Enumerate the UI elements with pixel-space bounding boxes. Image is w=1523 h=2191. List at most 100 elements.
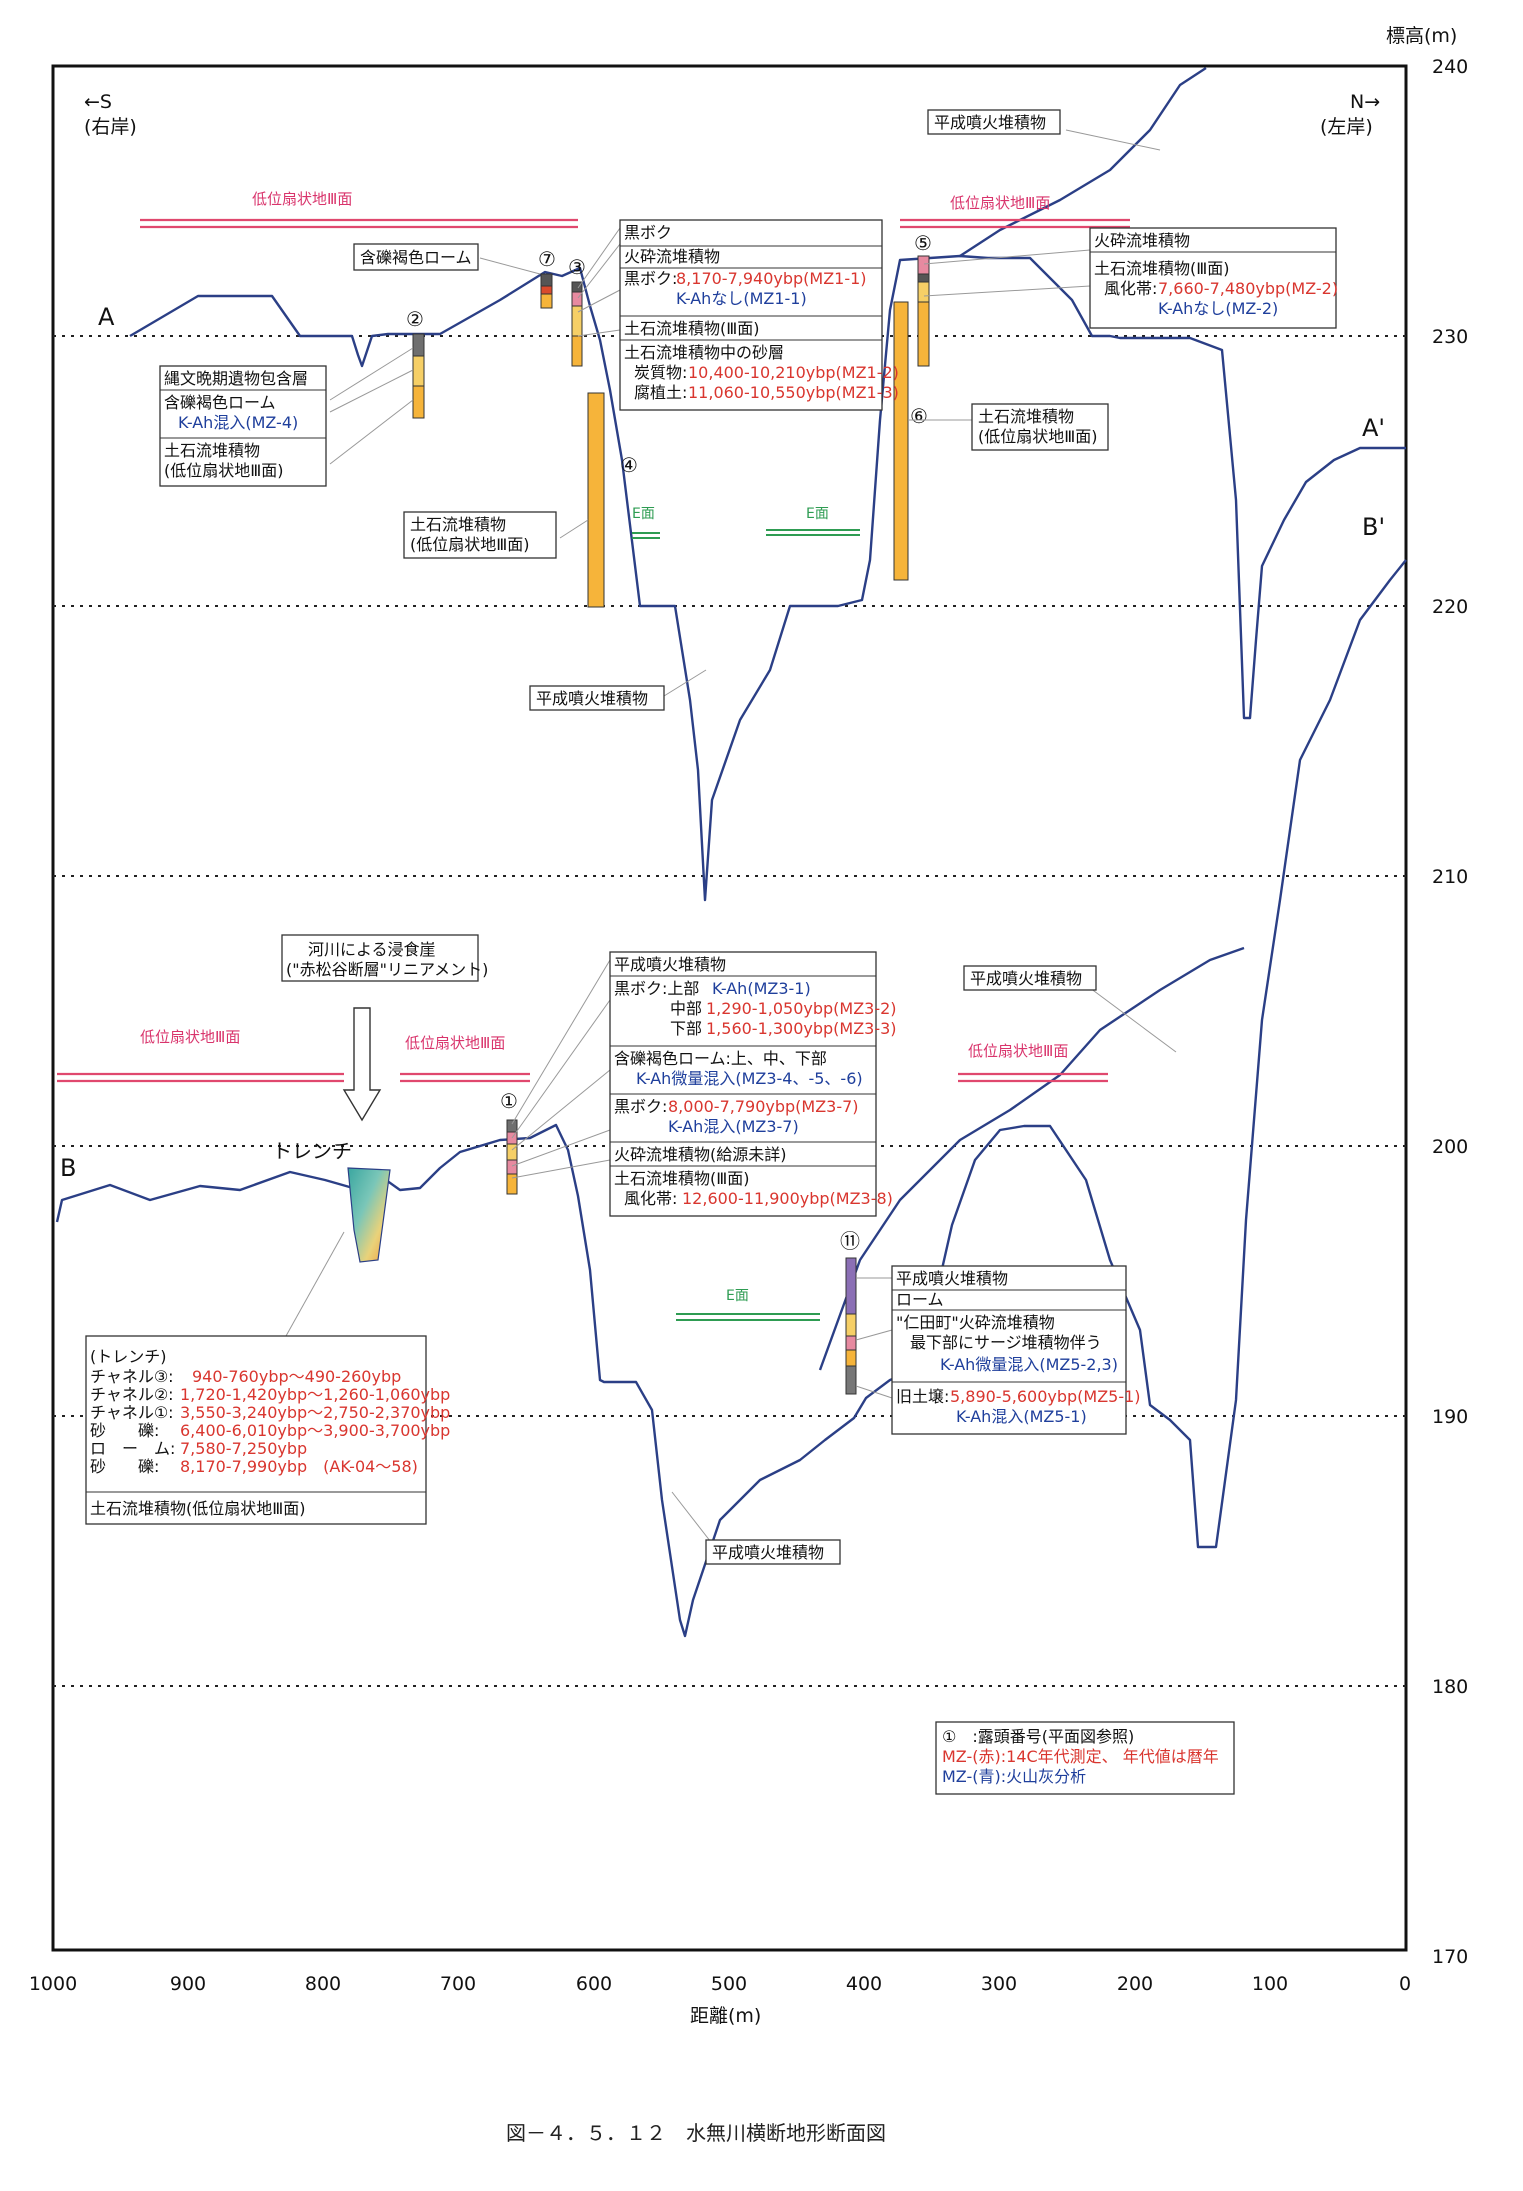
- note-trench-ages: (トレンチ) チャネル③: 940-760ybp～490-260ybp チャネル…: [85, 1335, 450, 1525]
- note-text: 11,060-10,550ybp(MZ1-3): [688, 383, 899, 402]
- note-outcrop-11-mz5: 平成噴火堆積物 ローム "仁田町"火砕流堆積物 最下部にサージ堆積物伴う K-A…: [891, 1265, 1141, 1435]
- x-tick-900: 900: [170, 1973, 206, 1995]
- trench-box-title: (トレンチ): [90, 1347, 167, 1366]
- outcrop-4-number: ④: [620, 453, 638, 477]
- fan-surface-lines: [57, 218, 1130, 1083]
- fan-surface-label-b-left: 低位扇状地Ⅲ面: [140, 1028, 240, 1046]
- note-text: K-Ahなし(MZ-2): [1158, 299, 1278, 318]
- note-text: K-Ah混入(MZ3-7): [668, 1117, 799, 1136]
- plot-frame: [51, 64, 1408, 1952]
- north-direction: N→: [1350, 91, 1380, 113]
- note-text: 風化帯:: [1104, 279, 1157, 298]
- e-surface-label-3: E面: [726, 1288, 749, 1304]
- note-text: 中部: [670, 999, 702, 1018]
- x-tick-200: 200: [1117, 1973, 1153, 1995]
- profile-a-label: A: [98, 303, 115, 331]
- y-tick-210: 210: [1432, 866, 1468, 888]
- x-tick-0: 0: [1399, 1973, 1411, 1995]
- south-direction: ←S: [84, 91, 112, 113]
- note-outcrop-2: 縄文晩期遺物包含層 含礫褐色ローム K-Ah混入(MZ-4) 土石流堆積物 (低…: [159, 365, 327, 487]
- note-text: 平成噴火堆積物: [712, 1543, 824, 1562]
- trench-box-footer: 土石流堆積物(低位扇状地Ⅲ面): [90, 1499, 306, 1518]
- outcrop-3-number: ③: [568, 255, 586, 279]
- note-text: 火砕流堆積物: [1094, 231, 1190, 250]
- x-tick-600: 600: [576, 1973, 612, 1995]
- y-tick-220: 220: [1432, 596, 1468, 618]
- trench-row-1-label: チャネル③:: [90, 1367, 174, 1386]
- note-text: 5,890-5,600ybp(MZ5-1): [950, 1387, 1141, 1406]
- outcrop-1-number: ①: [500, 1089, 518, 1113]
- note-text: 1,290-1,050ybp(MZ3-2): [706, 999, 897, 1018]
- x-tick-700: 700: [440, 1973, 476, 1995]
- x-tick-300: 300: [981, 1973, 1017, 1995]
- note-text: 黒ボク:上部: [614, 979, 699, 998]
- note-text: 縄文晩期遺物包含層: [164, 369, 308, 388]
- note-text: K-Ah微量混入(MZ5-2,3): [940, 1355, 1118, 1374]
- y-tick-170: 170: [1432, 1946, 1468, 1968]
- e-surface-lines: [632, 529, 860, 1321]
- profile-a-surface: [129, 66, 1406, 902]
- trench-row-6-label: 砂 礫:: [90, 1457, 159, 1476]
- note-text: K-Ah微量混入(MZ3-4、-5、-6): [636, 1069, 863, 1088]
- note-text: 7,660-7,480ybp(MZ-2): [1158, 279, 1338, 298]
- note-text: 土石流堆積物(Ⅲ面): [624, 319, 760, 338]
- note-text: 1,560-1,300ybp(MZ3-3): [706, 1019, 897, 1038]
- note-text: 腐植土:: [634, 383, 687, 402]
- note-text: 平成噴火堆積物: [970, 969, 1082, 988]
- note-outcrop-5-mz2: 火砕流堆積物 土石流堆積物(Ⅲ面) 風化帯: 7,660-7,480ybp(MZ…: [1089, 227, 1338, 329]
- note-text: 黒ボク: [624, 223, 672, 242]
- note-gravel-loam: 含礫褐色ローム: [353, 243, 479, 271]
- note-text: 火砕流堆積物(給源未詳): [614, 1145, 787, 1164]
- profile-b-upper-slope: [818, 946, 1245, 1371]
- x-tick-800: 800: [305, 1973, 341, 1995]
- y-axis-title: 標高(m): [1386, 25, 1457, 47]
- trench-row-5-value: 7,580-7,250ybp: [180, 1439, 307, 1458]
- note-text: 黒ボク:: [624, 269, 677, 288]
- note-outcrop-6: 土石流堆積物 (低位扇状地Ⅲ面): [971, 403, 1109, 451]
- outcrop-2-number: ②: [406, 307, 424, 331]
- y-tick-190: 190: [1432, 1406, 1468, 1428]
- legend-row-3: MZ-(青):火山灰分析: [942, 1767, 1086, 1786]
- note-text: 最下部にサージ堆積物伴う: [910, 1333, 1102, 1352]
- note-heisei-a-bottom: 平成噴火堆積物: [529, 685, 665, 711]
- note-text: 土石流堆積物中の砂層: [624, 343, 784, 362]
- outcrop-6-number: ⑥: [910, 404, 928, 428]
- outcrop-7-column: [540, 273, 553, 309]
- note-text: 8,000-7,790ybp(MZ3-7): [668, 1097, 859, 1116]
- trench-section: [347, 1167, 391, 1263]
- note-outcrop-1-mz3: 平成噴火堆積物 黒ボク:上部 K-Ah(MZ3-1) 中部 1,290-1,05…: [609, 951, 897, 1217]
- outcrop-1-column: [506, 1119, 518, 1195]
- note-text: 風化帯:: [624, 1189, 677, 1208]
- x-axis-title: 距離(m): [690, 2005, 761, 2027]
- note-text: 下部: [670, 1019, 702, 1038]
- note-outcrop-3-mz1: 黒ボク 火砕流堆積物 黒ボク: 8,170-7,940ybp(MZ1-1) K-…: [619, 219, 899, 411]
- note-text: 平成噴火堆積物: [896, 1269, 1008, 1288]
- note-text: 炭質物:: [634, 363, 687, 382]
- note-text: 火砕流堆積物: [624, 247, 720, 266]
- outcrop-11-column: [845, 1257, 857, 1395]
- note-outcrop-4: 土石流堆積物 (低位扇状地Ⅲ面): [403, 511, 557, 559]
- note-text: K-Ahなし(MZ1-1): [676, 289, 807, 308]
- note-text: ローム: [896, 1290, 944, 1309]
- outcrop-11-number: ⑪: [840, 1229, 860, 1253]
- right-bank-label: (右岸): [84, 116, 137, 138]
- note-text: 黒ボク:: [614, 1097, 667, 1116]
- note-text: (低位扇状地Ⅲ面): [410, 535, 530, 554]
- profile-b-surface: [55, 559, 1407, 1638]
- note-text: 旧土壌:: [896, 1387, 949, 1406]
- note-text: 含礫褐色ローム: [360, 248, 472, 267]
- outcrop-5-number: ⑤: [914, 231, 932, 255]
- note-text: 12,600-11,900ybp(MZ3-8): [682, 1189, 893, 1208]
- trench-row-5-label: ロ ー ム:: [90, 1439, 175, 1458]
- fan-surface-label-a-right: 低位扇状地Ⅲ面: [950, 194, 1050, 212]
- leader-lines: [285, 129, 1177, 1547]
- trench-row-4-label: 砂 礫:: [90, 1421, 159, 1440]
- river-cliff-arrow: 河川による浸食崖 ("赤松谷断層"リニアメント): [281, 934, 488, 1122]
- note-text: K-Ah混入(MZ-4): [178, 413, 298, 432]
- fan-surface-label-a-left: 低位扇状地Ⅲ面: [252, 190, 352, 208]
- note-text: 平成噴火堆積物: [614, 955, 726, 974]
- outcrop-3-column: [571, 281, 583, 367]
- note-text: 土石流堆積物: [410, 515, 506, 534]
- y-tick-180: 180: [1432, 1676, 1468, 1698]
- profile-b-label: B: [60, 1154, 76, 1182]
